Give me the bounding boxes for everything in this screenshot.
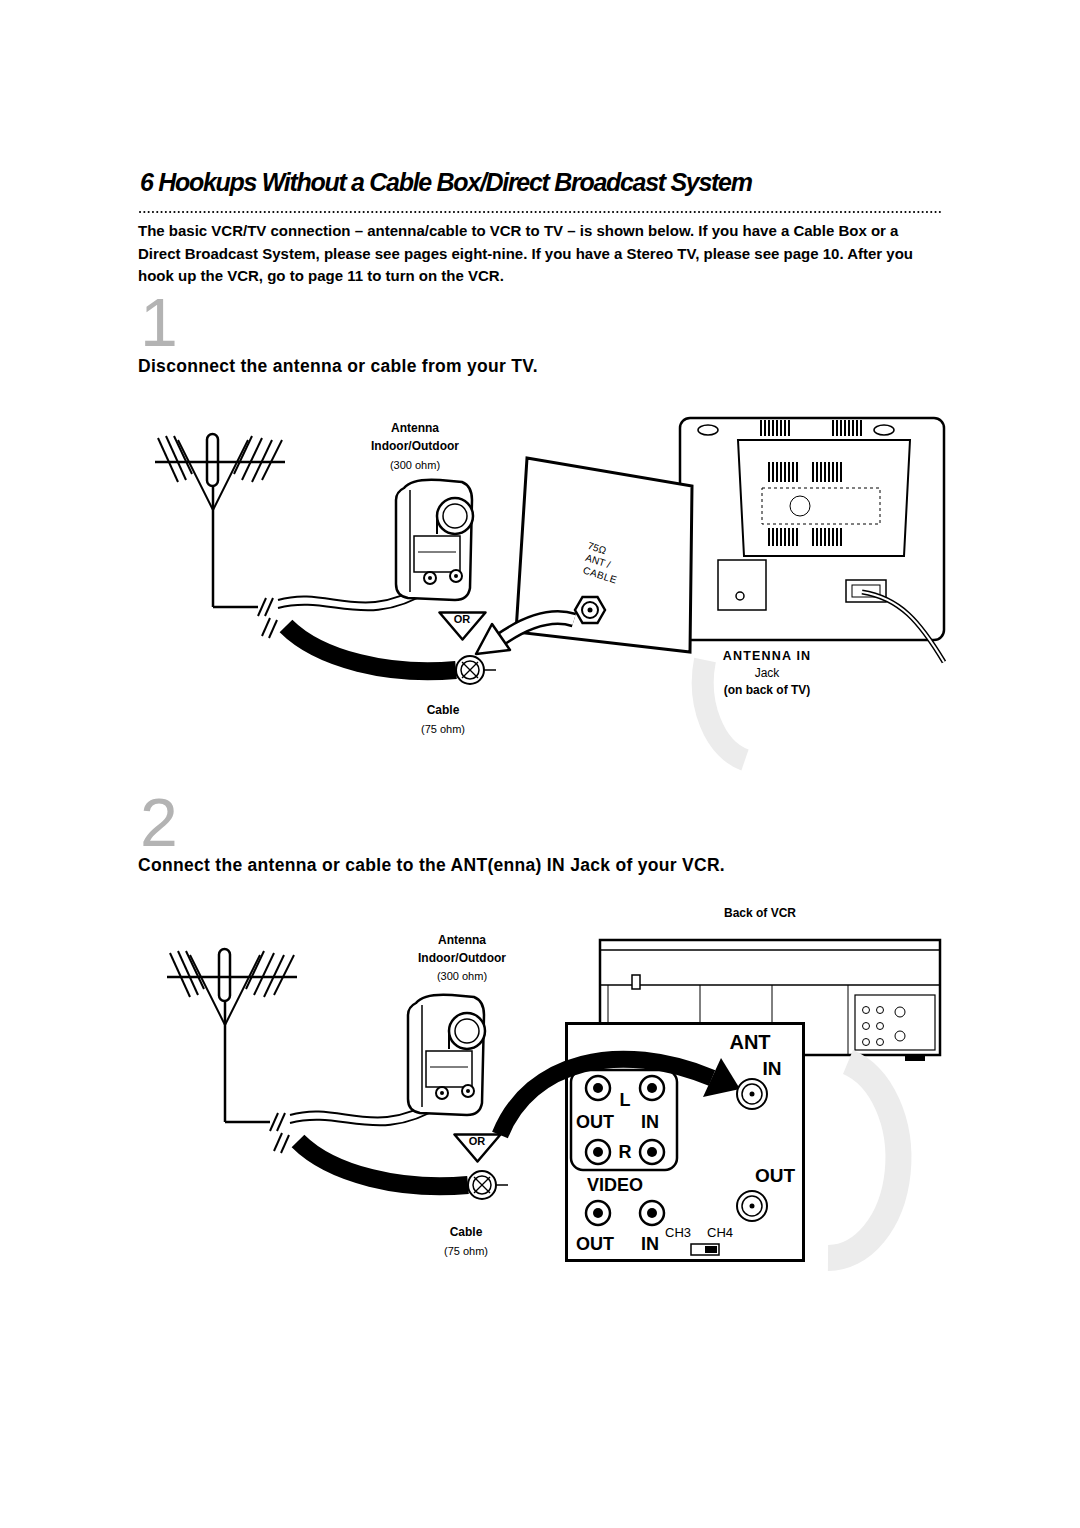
switch-knob <box>705 1246 717 1253</box>
jack-label: OUT <box>576 1113 614 1131</box>
audio-group <box>571 1070 677 1170</box>
label-text: (75 ohm) <box>421 723 465 735</box>
rca-jack <box>640 1140 664 1164</box>
art-rect <box>632 975 640 989</box>
dotted-rule <box>140 211 942 213</box>
watermark-shape <box>703 660 745 760</box>
art-ellipse <box>698 425 718 435</box>
art-circle <box>863 1007 870 1014</box>
disconnect-arrow <box>476 618 574 654</box>
jack-label: OUT <box>755 1166 795 1185</box>
triangle-shape <box>454 1135 500 1162</box>
label-text: (300 ohm) <box>437 970 487 982</box>
label-text: (75 ohm) <box>444 1245 488 1257</box>
watermark-shape <box>828 1062 898 1258</box>
channel-switch <box>691 1244 719 1255</box>
art-path <box>738 440 910 556</box>
label-text: Antenna <box>391 422 439 435</box>
jack-panel: ANT IN L OUT IN R VIDEO OUT OUT IN CH3 CH4 <box>565 1022 805 1262</box>
art-circle <box>877 1023 884 1030</box>
rca-jack <box>640 1076 664 1100</box>
art-circle <box>588 608 593 613</box>
label-text: Indoor/Outdoor <box>371 440 459 453</box>
art-ellipse <box>874 425 894 435</box>
art-rect <box>830 420 862 436</box>
jack-label: ANT <box>729 1032 770 1052</box>
art-circle <box>863 1023 870 1030</box>
label-text: Cable <box>450 1226 483 1239</box>
rca-jack <box>586 1076 610 1100</box>
label-text: Back of VCR <box>724 907 796 920</box>
jack-label: IN <box>763 1059 782 1078</box>
rca-jack <box>640 1201 664 1225</box>
label-text: Connect the antenna or cable to the ANT(… <box>138 855 725 875</box>
art-path <box>500 618 574 640</box>
label-text: Indoor/Outdoor <box>418 952 506 965</box>
rca-jack <box>586 1140 610 1164</box>
label-text: Cable <box>427 704 460 717</box>
art-circle <box>895 1031 905 1041</box>
or-text: OR <box>469 1136 486 1147</box>
art-circle <box>790 496 810 516</box>
jack-label: L <box>620 1091 631 1109</box>
art-rect <box>758 420 790 436</box>
art-rect <box>905 1055 925 1061</box>
art-circle <box>895 1007 905 1017</box>
label-text: Jack <box>755 667 780 680</box>
art-rect <box>680 418 944 640</box>
label-text: Disconnect the antenna or cable from you… <box>138 356 538 376</box>
page-title: 6 Hookups Without a Cable Box/Direct Bro… <box>140 168 752 197</box>
intro-text: The basic VCR/TV connection – antenna/ca… <box>138 220 943 288</box>
label-text: ANTENNA IN <box>723 650 812 664</box>
label-text: Antenna <box>438 934 486 947</box>
art-rect <box>718 560 766 610</box>
jack-label: VIDEO <box>587 1176 643 1194</box>
art-rect <box>766 462 798 482</box>
art-line <box>600 949 940 951</box>
art-line <box>600 984 940 986</box>
jack-label: OUT <box>576 1235 614 1253</box>
art-line <box>848 985 849 1055</box>
art-path <box>500 618 574 640</box>
art-polygon <box>703 1058 740 1097</box>
jack-group <box>571 1070 767 1255</box>
art-path <box>862 592 944 662</box>
antenna-figure <box>167 949 508 1199</box>
art-rect <box>812 462 844 482</box>
art-polygon <box>476 624 510 654</box>
art-path <box>862 592 944 662</box>
label-text: (300 ohm) <box>390 459 440 471</box>
art-circle <box>736 592 744 600</box>
art-circle <box>863 1039 870 1046</box>
jack-label: IN <box>641 1235 659 1253</box>
label-text: (on back of TV) <box>724 684 811 697</box>
step-number: 2 <box>140 788 178 856</box>
jack-label: R <box>619 1143 632 1161</box>
art-circle <box>877 1039 884 1046</box>
jack-label: CH4 <box>707 1226 733 1239</box>
rca-jack <box>586 1201 610 1225</box>
art-circle <box>877 1007 884 1014</box>
antenna-figure <box>155 434 496 684</box>
tv-back <box>680 418 944 662</box>
art-polygon <box>575 597 605 623</box>
art-circle <box>582 602 598 618</box>
or-triangle: OR <box>438 611 487 641</box>
art-rect <box>812 528 844 546</box>
coax-jack <box>737 1079 767 1109</box>
triangle-shape <box>439 613 485 640</box>
step-number: 1 <box>140 288 178 356</box>
jack-label: CH3 <box>665 1226 691 1239</box>
jack-label: IN <box>641 1113 659 1131</box>
or-triangle: OR <box>453 1133 502 1163</box>
or-text: OR <box>454 614 471 625</box>
art-rect <box>855 995 935 1050</box>
art-rect <box>766 528 798 546</box>
art-rect <box>762 488 880 524</box>
coax-jack <box>737 1191 767 1221</box>
